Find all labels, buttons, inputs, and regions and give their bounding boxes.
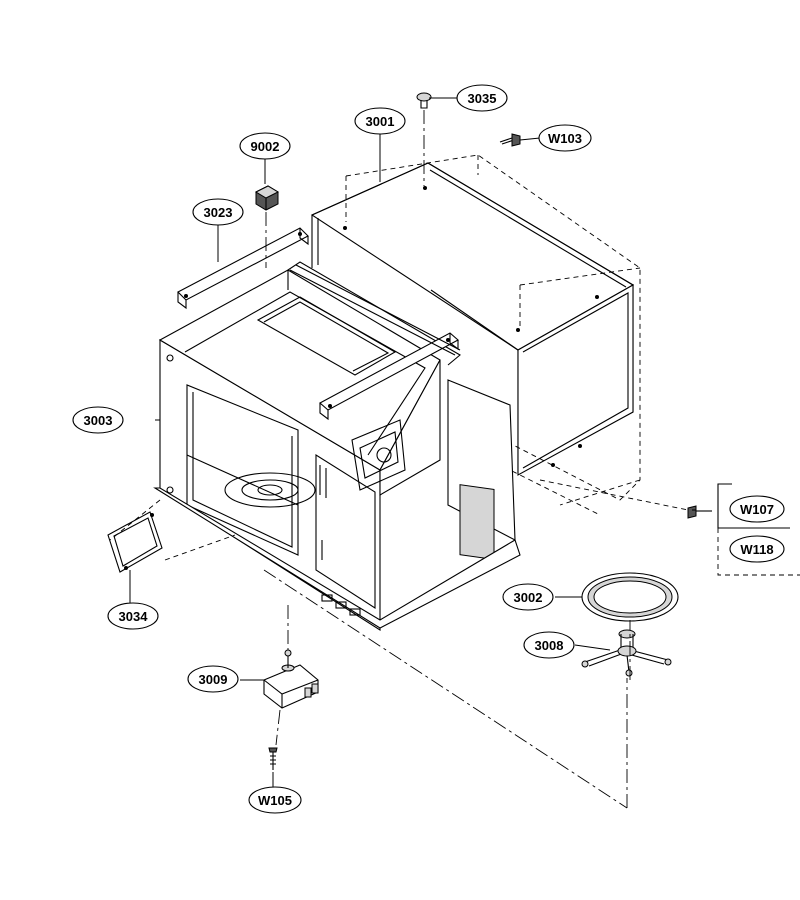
callout-3035: 3035 bbox=[456, 84, 508, 112]
callout-3009: 3009 bbox=[187, 665, 239, 693]
screw-w107 bbox=[687, 505, 712, 519]
part-3009-motor bbox=[263, 649, 319, 709]
screw-w103 bbox=[499, 133, 521, 147]
part-3002-glass-tray bbox=[581, 572, 679, 622]
mounting-rails bbox=[177, 227, 461, 421]
outer-cabinet bbox=[310, 162, 635, 476]
assembly-lines bbox=[109, 110, 689, 809]
w107-w118-group-bracket bbox=[717, 483, 800, 576]
callout-label-W105: W105 bbox=[258, 793, 292, 808]
callout-label-3034: 3034 bbox=[119, 609, 149, 624]
part-3035-cap bbox=[416, 92, 432, 109]
callout-label-3009: 3009 bbox=[199, 672, 228, 687]
callout-W105: W105 bbox=[248, 786, 302, 814]
callout-W118: W118 bbox=[729, 535, 785, 563]
part-3008-roller bbox=[581, 629, 672, 677]
part-9002-block bbox=[254, 185, 280, 211]
callout-3003: 3003 bbox=[72, 406, 124, 434]
callout-label-W118: W118 bbox=[740, 542, 773, 557]
callout-label-3035: 3035 bbox=[468, 91, 497, 106]
callout-label-3023: 3023 bbox=[204, 205, 233, 220]
callout-label-3001: 3001 bbox=[366, 114, 395, 129]
callout-9002: 9002 bbox=[239, 132, 291, 160]
callout-label-3008: 3008 bbox=[535, 638, 564, 653]
callout-label-3003: 3003 bbox=[84, 413, 113, 428]
oven-cavity-chassis bbox=[153, 261, 521, 632]
callout-3002: 3002 bbox=[502, 583, 554, 611]
callout-3001: 3001 bbox=[354, 107, 406, 135]
callout-3034: 3034 bbox=[107, 602, 159, 630]
part-3034-cover bbox=[107, 511, 163, 573]
callout-W103: W103 bbox=[538, 124, 592, 152]
screw-w105 bbox=[268, 747, 278, 770]
callout-3008: 3008 bbox=[523, 631, 575, 659]
callout-label-3002: 3002 bbox=[514, 590, 543, 605]
callout-W107: W107 bbox=[729, 495, 785, 523]
callout-label-W103: W103 bbox=[548, 131, 582, 146]
callout-label-W107: W107 bbox=[740, 502, 774, 517]
callout-3023: 3023 bbox=[192, 198, 244, 226]
leader-lines bbox=[129, 97, 696, 790]
callout-label-9002: 9002 bbox=[251, 139, 280, 154]
